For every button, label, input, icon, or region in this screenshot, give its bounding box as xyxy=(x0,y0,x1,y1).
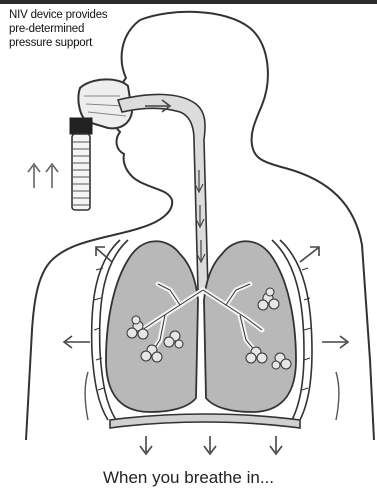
diagram-caption: When you breathe in... xyxy=(0,468,377,488)
right-lung xyxy=(204,241,296,412)
left-lung xyxy=(106,241,198,412)
anatomy-illustration xyxy=(0,0,377,460)
niv-tubing xyxy=(70,118,92,210)
diaphragm xyxy=(110,414,300,428)
down-arrow-icon xyxy=(140,436,282,454)
up-arrow-icon xyxy=(28,164,58,188)
